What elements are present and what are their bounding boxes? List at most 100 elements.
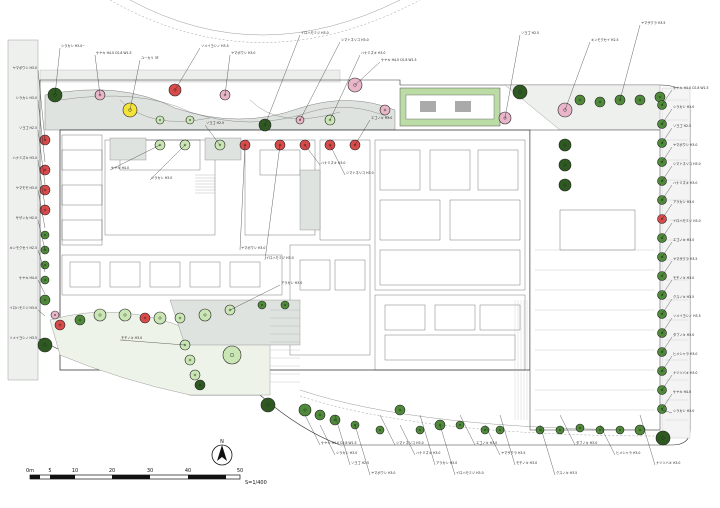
label-bottom-6: アラカシ H3.0	[419, 414, 457, 465]
label-top-2-text: ユーカリ 3F	[141, 55, 159, 60]
label-right-2-text: ソヨゴ H2.5	[673, 123, 691, 128]
label-bottom-8-text: エゴノキ H3.0	[476, 440, 497, 445]
label-top-3-text: ソメイヨシノ H3.5	[201, 44, 229, 48]
label-top-7: ハナミズキ H3.0	[329, 50, 385, 121]
label-right-3-text: ヤマボウシ H3.0	[673, 142, 697, 147]
label-right-17-text: シラカシ H3.0	[673, 408, 694, 413]
tree-west-11	[37, 337, 53, 353]
tree-west-6	[40, 260, 50, 270]
tree-south-29	[575, 423, 585, 433]
label-inner-0: ケヤキ H4.0	[109, 144, 161, 170]
label-right-10: モチノキ H3.0	[661, 275, 694, 296]
label-top-4: ヤマボウシ H3.0	[224, 50, 255, 96]
label-top-1-text: ケヤキ H4.0 C0.8 W1.5	[96, 50, 132, 55]
label-left-4-text: ヤマモモ H3.0	[16, 185, 37, 190]
tree-north-15	[574, 94, 586, 106]
label-bottom-13: ヒメシャラ H3.0	[599, 424, 640, 455]
label-right-7-text: イロハモミジ H3.0	[673, 219, 701, 223]
label-right-0: ケヤキ H4.0 C0.8 W1.5	[661, 85, 709, 106]
label-inner-9-text: アラカシ H3.0	[281, 280, 302, 285]
label-left-3: ハナミズキ H3.0	[13, 155, 46, 207]
tree-north-18	[634, 94, 646, 106]
east-road-hatch	[665, 99, 688, 421]
tree-south-21	[394, 404, 406, 416]
tree-south-32	[634, 424, 646, 436]
label-right-16: ケヤキ H4.0	[661, 389, 691, 410]
tree-south-12	[189, 369, 201, 381]
label-bottom-5-text: ハナミズキ H3.0	[416, 450, 440, 455]
tree-south-6	[198, 308, 212, 322]
label-bottom-10-text: モチノキ H3.0	[516, 460, 537, 465]
label-right-7: イロハモミジ H3.0	[661, 219, 701, 239]
label-left-3-text: ハナミズキ H3.0	[13, 155, 37, 160]
tree-south-28	[555, 425, 565, 435]
tree-south-17	[314, 409, 326, 421]
label-bottom-3: ヤマボウシ H3.0	[354, 424, 395, 475]
tree-south-30	[595, 425, 605, 435]
tree-west-1	[39, 164, 51, 176]
label-right-9-text: ヤマザクラ H3.5	[673, 256, 697, 261]
label-bottom-2-text: ソヨゴ H2.5	[351, 460, 369, 465]
tree-south-31	[615, 425, 625, 435]
tree-south-9	[280, 300, 290, 310]
tree-south-22	[415, 425, 425, 435]
scale-tick-50: 50	[237, 468, 243, 474]
label-inner-4-text: イロハモミジ H3.0	[266, 256, 294, 260]
scale-ratio: S=1/400	[245, 480, 267, 486]
scale-tick-5: 5	[48, 468, 51, 474]
scale-tick-30: 30	[147, 468, 153, 474]
tree-south-11	[184, 354, 196, 366]
tree-south-1	[93, 308, 107, 322]
label-left-4: ヤマモモ H3.0	[16, 185, 46, 229]
label-inner-3: ヤマボウシ H3.0	[239, 144, 265, 250]
label-bottom-0-text: ケヤキ H4.0 C0.8 W1.5	[321, 440, 357, 445]
label-bottom-6-text: アラカシ H3.0	[436, 460, 457, 465]
label-left-2: ソヨゴ H2.5	[19, 125, 46, 185]
label-inner-3-text: ヤマボウシ H3.0	[241, 245, 265, 250]
label-left-9-text: ソメイヨシノ H3.5	[9, 336, 37, 340]
label-right-2: ソヨゴ H2.5	[661, 123, 691, 144]
label-right-11-text: クスノキ H3.5	[673, 294, 694, 299]
label-right-13-text: タブノキ H3.0	[673, 332, 694, 337]
label-left-5-text: サザンカ H2.0	[16, 215, 37, 220]
label-inner-7-text: エゴノキ H3.0	[371, 115, 392, 120]
label-top-9-text: ソヨゴ H2.5	[521, 30, 539, 35]
label-inner-1-text: シラカシ H3.0	[151, 175, 172, 180]
label-inner-2: ソヨゴ H2.5	[204, 120, 224, 146]
label-inner-9: アラカシ H3.0	[229, 280, 302, 311]
east-parking	[514, 129, 661, 431]
tree-south-18	[329, 414, 341, 426]
label-inner-4: イロハモミジ H3.0	[264, 144, 294, 260]
label-right-0-text: ケヤキ H4.0 C0.8 W1.5	[673, 85, 709, 90]
label-left-0-text: ヤマボウシ H3.0	[13, 65, 37, 70]
label-bottom-13-text: ヒメシャラ H3.0	[616, 450, 640, 455]
scale-tick-0: 0m	[26, 468, 34, 474]
label-right-12-text: ソメイヨシノ H3.5	[673, 314, 701, 318]
label-right-15: ナツツバキ H3.0	[661, 370, 697, 391]
tree-north-13	[512, 84, 528, 100]
label-right-8: エゴノキ H3.0	[661, 237, 694, 258]
label-left-0: ヤマボウシ H3.0	[13, 65, 46, 141]
label-right-4: シマトネリコ H3.0	[661, 161, 701, 182]
scale-tick-20: 20	[109, 468, 115, 474]
tree-south-3	[139, 312, 151, 324]
label-left-7-text: ケヤキ H4.0	[19, 275, 37, 280]
tree-north-11	[379, 104, 391, 116]
label-inner-5: ハナミズキ H3.0	[304, 144, 345, 165]
label-bottom-4-text: シマトネリコ H3.0	[396, 440, 424, 445]
tree-west-7	[40, 275, 50, 285]
label-inner-6: シマトネリコ H3.0	[329, 144, 374, 175]
label-top-5-text: イロハモミジ H3.0	[301, 31, 329, 35]
label-inner-2-text: ソヨゴ H2.5	[206, 120, 224, 125]
label-bottom-5: ハナミズキ H3.0	[399, 424, 440, 455]
label-inner-8: モチノキ H3.0	[119, 335, 186, 346]
scale-tick-10: 10	[72, 468, 78, 474]
label-inner-5-text: ハナミズキ H3.0	[321, 160, 345, 165]
label-right-3: ヤマボウシ H3.0	[661, 142, 697, 163]
label-top-1: ケヤキ H4.0 C0.8 W1.5	[94, 50, 132, 96]
label-right-6-text: アラカシ H3.0	[673, 199, 694, 204]
label-left-6-text: キンモクセイ H2.5	[9, 245, 37, 250]
tree-south-5	[174, 312, 186, 324]
